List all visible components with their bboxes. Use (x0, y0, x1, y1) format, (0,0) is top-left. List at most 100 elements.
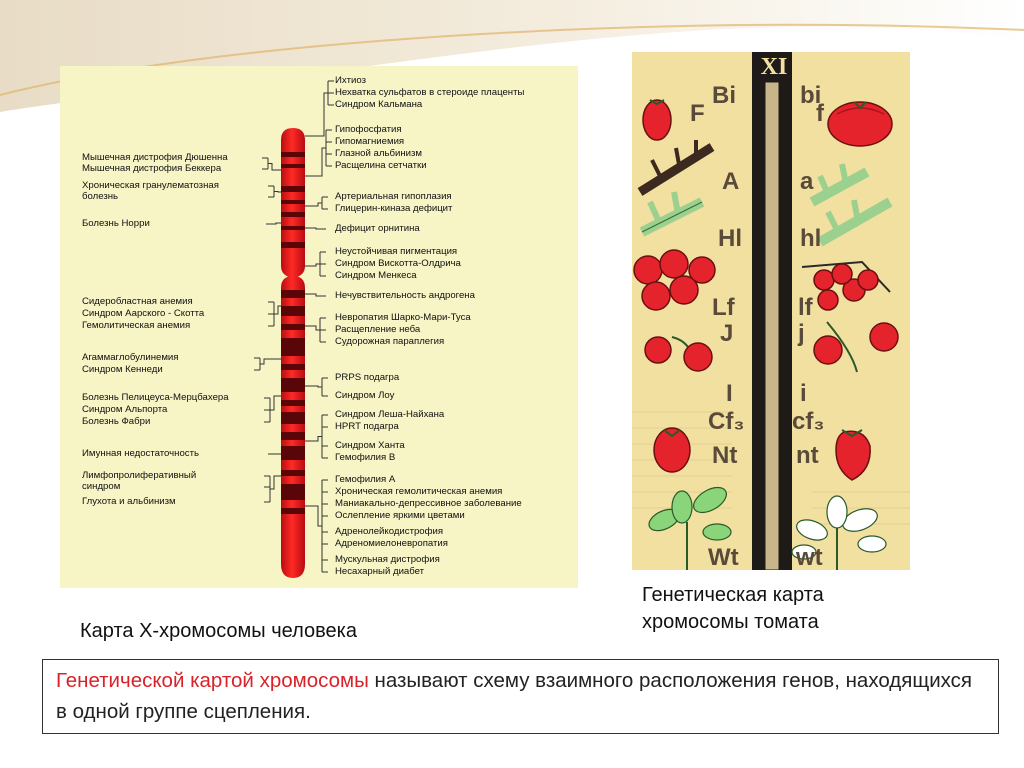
right-connector (305, 80, 334, 137)
right-disease-label: Синдром Кальмана (335, 99, 423, 110)
right-disease-label: Ихтиоз (335, 75, 366, 86)
right-disease-label: Дефицит орнитина (335, 223, 420, 234)
right-disease-label: Синдром Леша-Найхана (335, 409, 445, 420)
tomato-jointed-left (644, 336, 713, 372)
tomato-cluster-right (801, 260, 891, 311)
right-connector (305, 293, 326, 297)
tomato-fruit-round-left (642, 99, 672, 141)
tomato-cluster-left (633, 249, 716, 311)
tomato-jointless-right (813, 321, 899, 373)
right-disease-label: Синдром Менкеса (335, 270, 417, 281)
allele-recessive-label: i (800, 380, 807, 407)
right-connector (305, 129, 332, 177)
tomato-chromosome-number: XI (760, 54, 788, 80)
allele-dominant-label: Bi (712, 82, 736, 109)
tomato-fruit-flat-right (827, 101, 893, 147)
right-disease-label: Гипофосфатия (335, 124, 402, 135)
allele-dominant-label: J (720, 320, 734, 347)
right-connector (305, 196, 328, 210)
leaf-green-right-hl (817, 197, 893, 247)
right-disease-label: Расщелина сетчатки (335, 160, 427, 171)
right-disease-label: Адренолейкодистрофия (335, 526, 444, 537)
right-disease-label: Синдром Вискотта-Олдрича (335, 258, 461, 269)
left-disease-label: Синдром Альпорта (82, 404, 168, 415)
allele-recessive-label: f (816, 100, 824, 127)
definition-box: Генетической картой хромосомы называют с… (42, 659, 999, 734)
allele-dominant-label: Cf₃ (708, 408, 745, 435)
allele-recessive-label: lf (798, 294, 813, 321)
allele-recessive-label: hl (800, 225, 822, 252)
right-disease-label: Артериальная гипоплазия (335, 191, 452, 202)
left-disease-label: Болезнь Норри (82, 218, 150, 229)
right-connector (305, 414, 328, 459)
stem-anthocyanin-left (637, 140, 715, 196)
right-disease-label: Гемофилия B (335, 452, 396, 463)
right-connector (305, 479, 328, 573)
left-connector (254, 357, 281, 371)
allele-dominant-label: Hl (718, 225, 742, 252)
right-connector (305, 317, 326, 343)
chromosome-bands (281, 152, 305, 514)
right-disease-label: Нечувствительность андрогена (335, 290, 475, 301)
right-disease-label: Синдром Ханта (335, 440, 405, 451)
definition-text: Генетической картой хромосомы называют с… (56, 665, 986, 727)
left-connector (268, 185, 281, 198)
left-disease-label: Болезнь Фабри (82, 416, 151, 427)
right-disease-label: Гемофилия A (335, 474, 396, 485)
left-disease-label: Лимфопролиферативный (82, 470, 197, 481)
left-disease-label: синдром (82, 481, 121, 492)
allele-recessive-label: bi (800, 82, 822, 109)
right-connector (305, 227, 326, 230)
right-disease-label: Хроническая гемолитическая анемия (335, 486, 503, 497)
left-disease-label: Синдром Аарского - Скотта (82, 308, 205, 319)
right-disease-label: Мускульная дистрофия (335, 554, 440, 565)
tomato-pointed-right (835, 429, 871, 481)
right-disease-label: Глицерин-киназа дефицит (335, 203, 453, 214)
left-disease-label: Болезнь Пелицеуса-Мерцбахера (82, 392, 229, 403)
right-disease-label: Ослепление яркими цветами (335, 510, 465, 521)
left-connector (268, 301, 281, 327)
left-connector (264, 395, 281, 423)
right-disease-label: Маниакально-депрессивное заболевание (335, 498, 522, 509)
left-disease-label: Мышечная дистрофия Дюшенна (82, 152, 228, 163)
left-disease-label: Сидеробластная анемия (82, 296, 193, 307)
allele-dominant-label: Wt (708, 544, 739, 570)
right-disease-label: Невропатия Шарко-Мари-Туса (335, 312, 471, 323)
left-disease-label: Мышечная дистрофия Беккера (82, 163, 222, 174)
definition-rest: называют схему взаимного расположения ге… (56, 669, 973, 723)
right-disease-label: Несахарный диабет (335, 566, 425, 577)
allele-dominant-label: A (722, 168, 740, 195)
left-disease-label: Синдром Кеннеди (82, 364, 163, 375)
right-disease-label: HPRT подагра (335, 421, 399, 432)
left-connector (262, 157, 281, 171)
allele-recessive-label: cf₃ (792, 408, 825, 435)
right-disease-label: Нехватка сульфатов в стероиде плаценты (335, 87, 525, 98)
right-disease-label: Синдром Лоу (335, 390, 395, 401)
allele-dominant-label: F (690, 100, 705, 127)
definition-term: Генетической картой хромосомы (56, 669, 369, 692)
right-disease-label: Неустойчивая пигментация (335, 246, 458, 257)
left-disease-label: Имунная недостаточность (82, 448, 199, 459)
leaf-green-right-a (809, 163, 870, 207)
right-disease-label: Расщепление неба (335, 324, 421, 335)
tomato-drawing (632, 52, 910, 570)
right-disease-label: PRPS подагра (335, 372, 400, 383)
left-disease-label: Хроническая гранулематозная (82, 180, 219, 191)
allele-recessive-label: j (798, 320, 805, 347)
left-disease-label: Глухота и альбинизм (82, 496, 176, 507)
right-connector-lines (305, 80, 334, 573)
left-disease-label: болезнь (82, 191, 119, 202)
allele-dominant-label: Nt (712, 442, 738, 469)
tomato-map-caption-line1: Генетическая карта (642, 584, 824, 606)
right-connector (305, 377, 328, 397)
right-connector (305, 251, 326, 277)
allele-dominant-label: I (726, 380, 733, 407)
allele-recessive-label: wt (796, 544, 823, 570)
right-disease-label: Глазной альбинизм (335, 148, 422, 159)
x-map-caption: Карта Х-хромосомы человека (80, 620, 357, 642)
tomato-map-caption-line2: хромосомы томата (642, 611, 819, 633)
leaf-green-left (639, 191, 705, 237)
right-disease-label: Судорожная параплегия (335, 336, 445, 347)
